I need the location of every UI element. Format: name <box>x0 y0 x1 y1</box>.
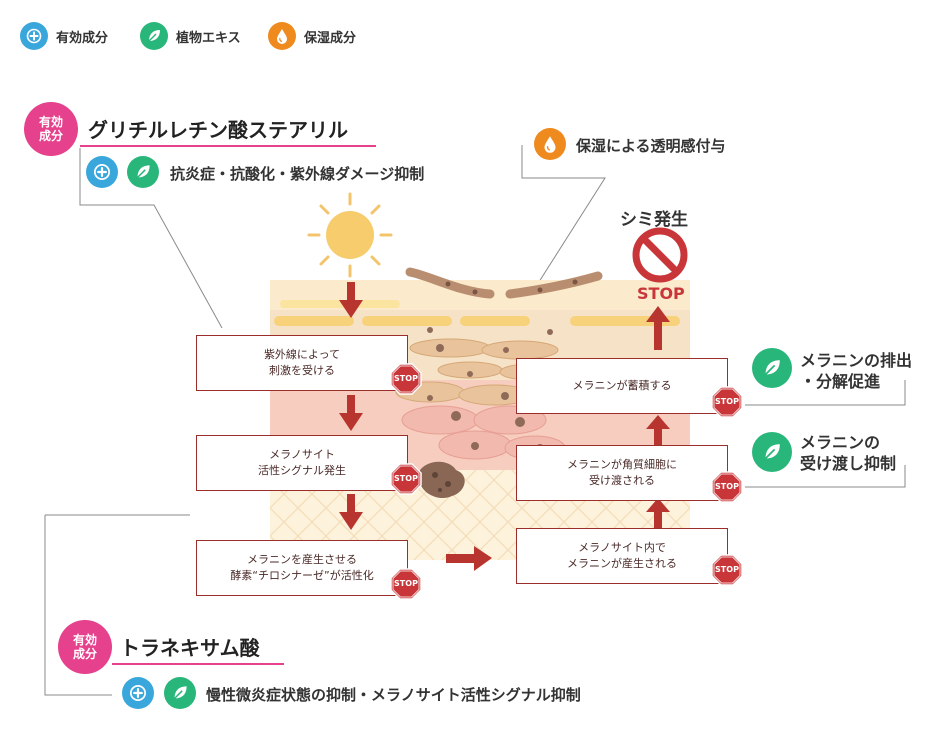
step-text: 酵素“チロシナーゼ”が活性化 <box>230 569 374 582</box>
step-text: メラニンを産生させる <box>247 553 357 566</box>
sun-icon <box>307 192 393 278</box>
ingredient-name: トラネキサム酸 <box>120 636 260 660</box>
drop-icon <box>534 128 566 160</box>
step-box-melanocyte-signal: メラノサイト活性シグナル発生 <box>196 435 408 491</box>
effect-text: ・分解促進 <box>800 372 881 391</box>
step-text: 受け渡される <box>589 474 655 487</box>
legend-plant: 植物エキス <box>140 22 241 50</box>
badge-text: 有効 <box>72 633 97 647</box>
stop-label: STOP <box>394 579 418 588</box>
plus-icon <box>122 677 154 709</box>
stop-label: STOP <box>715 397 739 406</box>
step-text: メラニンが蓄積する <box>572 379 672 392</box>
stop-label: STOP <box>394 374 418 383</box>
spot-title: シミ発生 <box>620 210 688 230</box>
step-text: メラニンが角質細胞に <box>567 458 677 471</box>
active-ingredient-badge: 有効 成分 <box>24 102 78 156</box>
badge-text: 成分 <box>38 129 63 143</box>
step-box-uv: 紫外線によって刺激を受ける <box>196 335 408 391</box>
ingredient-effect: 慢性微炎症状態の抑制・メラノサイト活性シグナル抑制 <box>206 686 581 704</box>
leaf-icon <box>164 677 196 709</box>
effect-melanin-excretion: メラニンの排出 ・分解促進 <box>800 350 912 392</box>
plus-icon <box>20 22 48 50</box>
badge-text: 有効 <box>38 115 63 129</box>
leaf-icon <box>752 348 792 388</box>
effect-text: 受け渡し抑制 <box>800 454 897 473</box>
legend-moisture: 保湿成分 <box>268 22 356 50</box>
skin-flakes <box>405 267 603 299</box>
effect-melanin-transfer: メラニンの 受け渡し抑制 <box>800 432 896 474</box>
effect-text: メラニンの排出 <box>800 351 913 370</box>
step-text: メラノサイト内で <box>578 541 666 554</box>
stop-label: STOP <box>715 482 739 491</box>
step-text: 紫外線によって <box>263 348 341 361</box>
spot-stop-label: STOP <box>637 284 685 303</box>
legend-label: 保湿成分 <box>304 30 357 46</box>
leaf-icon <box>127 156 159 188</box>
badge-text: 成分 <box>72 647 97 661</box>
step-text: 活性シグナル発生 <box>258 464 346 477</box>
plus-icon <box>86 156 118 188</box>
step-text: メラニンが産生される <box>567 557 677 570</box>
stop-label: STOP <box>394 474 418 483</box>
step-box-transfer: メラニンが角質細胞に受け渡される <box>516 445 728 501</box>
step-box-tyrosinase: メラニンを産生させる酵素“チロシナーゼ”が活性化 <box>196 540 408 596</box>
effect-text: メラニンの <box>800 433 881 452</box>
step-text: メラノサイト <box>269 448 335 461</box>
active-ingredient-badge: 有効 成分 <box>58 620 112 674</box>
ingredient-effect: 抗炎症・抗酸化・紫外線ダメージ抑制 <box>170 165 425 183</box>
legend-active: 有効成分 <box>20 22 108 50</box>
ingredient-underline <box>112 663 284 665</box>
legend-label: 有効成分 <box>56 30 109 46</box>
ingredient-underline <box>80 145 376 147</box>
moisture-note: 保湿による透明感付与 <box>576 137 726 155</box>
prohibited-icon <box>632 227 688 283</box>
step-text: 刺激を受ける <box>269 364 335 377</box>
legend-label: 植物エキス <box>176 30 241 46</box>
step-box-production: メラノサイト内でメラニンが産生される <box>516 528 728 584</box>
leaf-icon <box>140 22 168 50</box>
leaf-icon <box>752 432 792 472</box>
step-box-accumulate: メラニンが蓄積する <box>516 358 728 414</box>
drop-icon <box>268 22 296 50</box>
stop-label: STOP <box>715 565 739 574</box>
ingredient-name: グリチルレチン酸ステアリル <box>88 118 348 142</box>
